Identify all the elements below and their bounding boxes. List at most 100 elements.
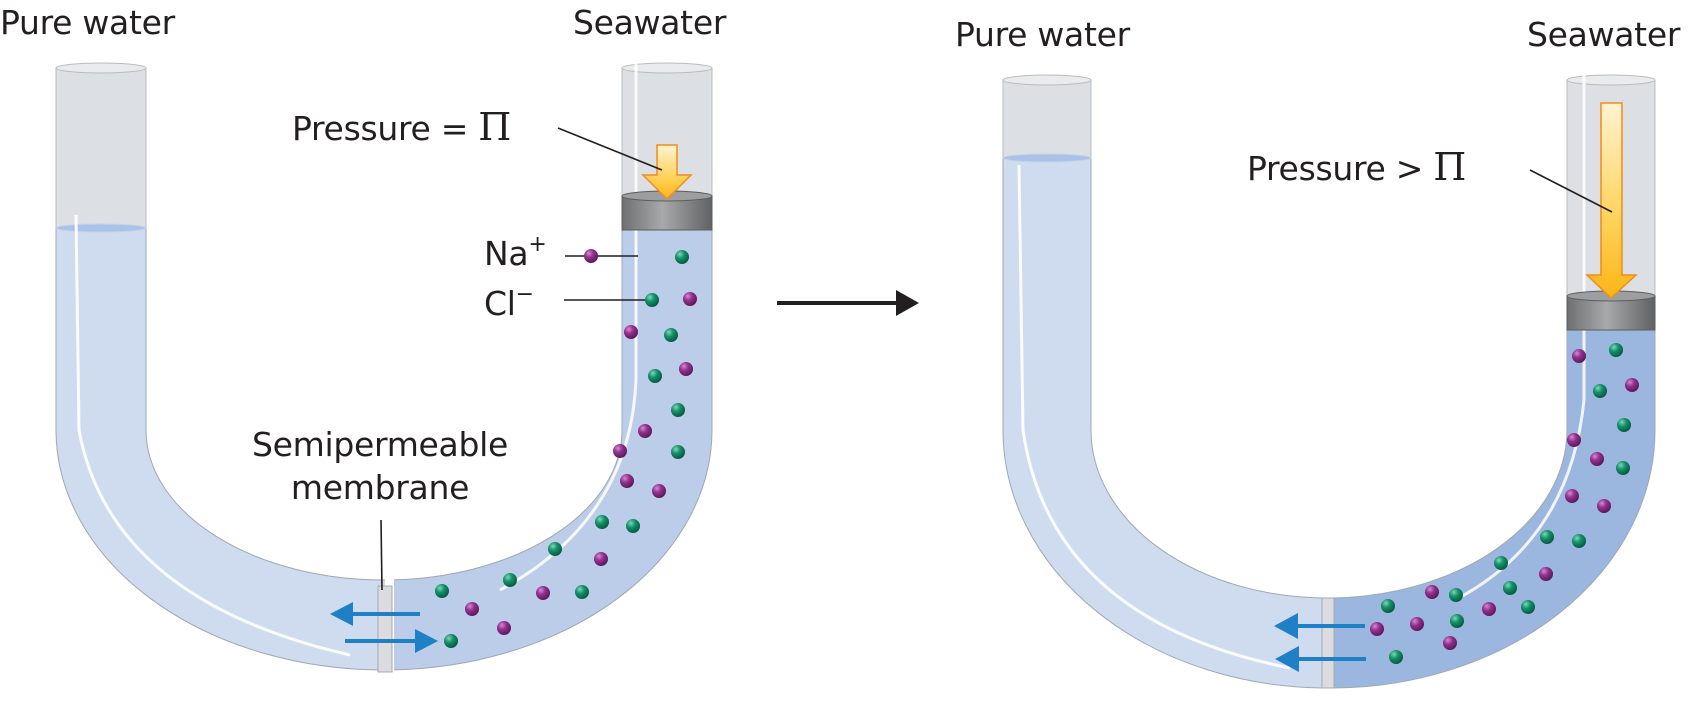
flow-arrow-left-icon [1274,613,1365,639]
na-ion [536,586,550,600]
membrane-label-line2: membrane [290,468,470,507]
cl-ion [503,573,517,587]
pressure-text: Pressure > [1247,149,1434,188]
pressure-label: Pressure > Π [1247,148,1466,186]
pure-water-column-rim [1002,74,1092,86]
pressure-arrow-icon [641,144,693,201]
semipermeable-membrane [377,585,393,673]
cl-ion [675,250,689,264]
cl-ion [1593,384,1607,398]
na-ion [1482,602,1496,616]
na-ion [1410,617,1424,631]
pure-water-column-empty [1002,79,1092,159]
cl-ion [575,585,589,599]
right-panel [1002,74,1656,689]
na-ion [594,552,608,566]
glass-highlight [1454,75,1586,602]
na-ion [679,362,693,376]
cl-ion [671,445,685,459]
cl-ion [664,328,678,342]
cl-charge: − [515,282,534,307]
pure-water-fill [55,227,385,671]
pure-water-label: Pure water [0,3,175,42]
flow-arrow-left-icon [1275,646,1366,672]
transition-arrow-icon [777,290,919,316]
cl-ion [671,403,685,417]
cl-ion [435,584,449,598]
glass-highlight [1017,164,1291,670]
glass-highlight [74,214,351,657]
na-ion [613,444,627,458]
pure-water-fill [1002,157,1323,689]
na-ion [465,602,479,616]
osmotic-pressure-symbol: Π [478,105,512,149]
cl-ion [595,515,609,529]
na-ion [584,249,598,263]
cl-ion [1540,530,1554,544]
membrane-label-line1: Semipermeable [252,425,508,464]
na-ion [1539,567,1553,581]
na-ion [683,292,697,306]
na-ion-text: Na [484,234,529,273]
osmotic-pressure-symbol: Π [1433,145,1467,189]
pure-water-column-empty [55,67,147,229]
piston [621,195,713,231]
seawater-column-rim [1566,74,1656,86]
na-ion [638,424,652,438]
na-ion [1572,349,1586,363]
cl-ion [1450,614,1464,628]
cl-ion-text: Cl [484,284,516,323]
cl-ion [1389,650,1403,664]
pure-water-surface [1002,153,1092,163]
na-ion [1597,499,1611,513]
na-ion [652,484,666,498]
cl-ion [626,519,640,533]
membrane-label: Semipermeable membrane [230,428,530,504]
pressure-text: Pressure = [292,109,479,148]
flow-arrow-right-icon [345,629,438,653]
ions-right-panel [1370,343,1639,664]
pressure-leader-line [1529,169,1613,213]
flow-arrow-left-icon [330,602,420,626]
pure-water-surface [55,223,147,233]
semipermeable-membrane [1321,597,1335,689]
na-ion [1625,378,1639,392]
na-ion [1443,636,1457,650]
cl-ion [1521,600,1535,614]
cl-ion [1616,461,1630,475]
cl-ion [1503,581,1517,595]
cl-ion [1494,556,1508,570]
na-ion [1565,489,1579,503]
cl-ion-label: Cl− [484,284,534,323]
pure-water-label: Pure water [955,15,1130,54]
pure-water-column-rim [55,62,147,74]
pressure-leader-line [557,127,663,171]
na-ion [620,474,634,488]
na-ion [1590,452,1604,466]
ions-left-panel [435,249,697,648]
pressure-label: Pressure = Π [292,108,511,146]
na-charge: + [528,232,547,257]
cl-ion [648,369,662,383]
seawater-column-rim [621,62,713,74]
cl-ion [1617,418,1631,432]
na-ion-label: Na+ [484,234,547,273]
seawater-fill [1333,297,1656,689]
cl-ion [548,542,562,556]
cl-ion [1381,599,1395,613]
cl-ion [1572,534,1586,548]
cl-ion [444,634,458,648]
seawater-label: Seawater [1527,15,1681,54]
cl-ion [1449,588,1463,602]
membrane-leader-line [380,519,383,591]
glass-highlight [499,62,638,592]
pressure-arrow-icon [1585,102,1638,300]
na-ion [1567,433,1581,447]
left-panel [55,62,713,673]
na-ion [1425,585,1439,599]
cl-ion [1609,343,1623,357]
seawater-label: Seawater [573,3,727,42]
na-ion [624,325,638,339]
